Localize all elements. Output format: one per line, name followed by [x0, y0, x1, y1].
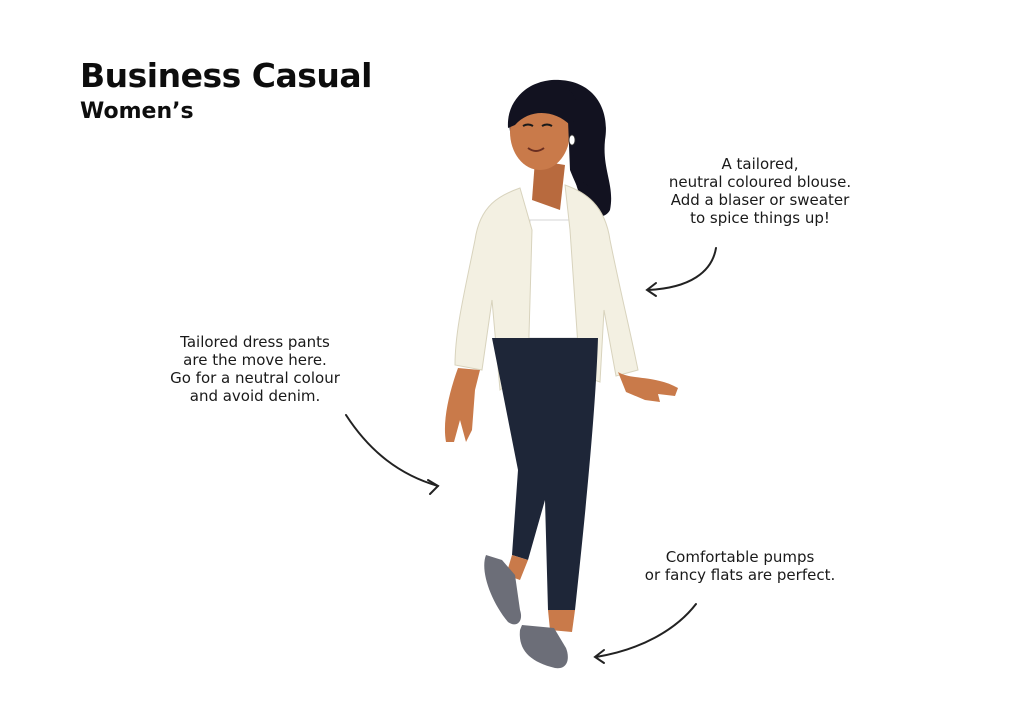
annotation-line: are the move here. — [183, 351, 327, 369]
arrow-shoes-head — [593, 649, 605, 664]
page-subtitle: Women’s — [80, 99, 194, 124]
annotation-shoes: Comfortable pumps or fancy flats are per… — [620, 548, 860, 584]
annotation-line: Tailored dress pants — [180, 333, 330, 351]
annotation-blouse: A tailored, neutral coloured blouse. Add… — [640, 155, 880, 227]
annotation-line: Go for a neutral colour — [170, 369, 340, 387]
arrow-pants — [345, 414, 439, 487]
shoe-back — [484, 555, 522, 625]
annotation-line: Add a blaser or sweater — [670, 191, 850, 209]
arrow-blouse-head — [645, 282, 657, 297]
annotation-line: neutral coloured blouse. — [668, 173, 852, 191]
hair-front — [507, 83, 578, 128]
arrow-shoes — [595, 603, 697, 658]
hair-side — [568, 120, 601, 220]
annotation-line: and avoid denim. — [189, 387, 321, 405]
ankle-front — [548, 610, 575, 632]
annotation-line: or fancy flats are perfect. — [644, 566, 836, 584]
arrow-pants-head — [427, 479, 440, 495]
eye-right — [541, 123, 553, 127]
earring — [568, 134, 576, 146]
shoe-front — [519, 625, 568, 669]
arrow-blouse — [647, 247, 717, 291]
annotation-pants: Tailored dress pants are the move here. … — [140, 333, 370, 405]
annotation-line: Comfortable pumps — [665, 548, 815, 566]
neck — [532, 160, 565, 210]
woman-illustration — [444, 79, 678, 669]
hand-left — [444, 368, 480, 442]
annotation-line: A tailored, — [721, 155, 799, 173]
page-title: Business Casual — [80, 56, 372, 95]
eye-left — [522, 123, 534, 127]
mouth — [527, 147, 545, 152]
pants — [492, 338, 598, 610]
annotation-line: to spice things up! — [690, 209, 830, 227]
hand-right — [618, 372, 678, 402]
